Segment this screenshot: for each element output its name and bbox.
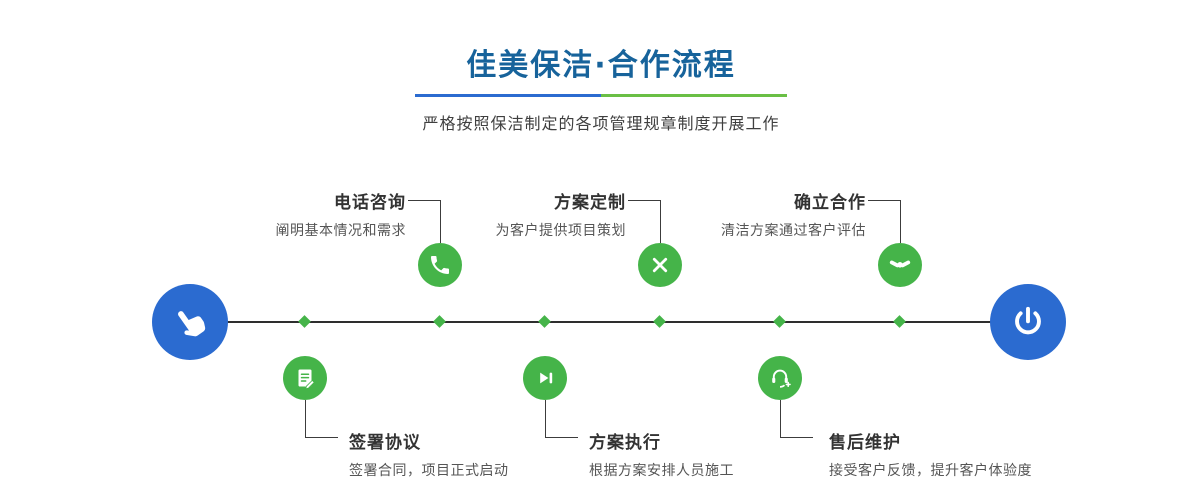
pencil-ruler-icon	[652, 257, 668, 273]
step-node-phone-consult	[418, 243, 462, 287]
step-title: 方案执行	[589, 433, 661, 453]
step-desc: 为客户提供项目策划	[495, 223, 626, 239]
timeline-end-node	[990, 284, 1066, 360]
step-node-plan-customize	[638, 243, 682, 287]
connector-line	[545, 400, 546, 437]
step-desc: 接受客户反馈，提升客户体验度	[829, 463, 1032, 479]
divider-green-segment	[601, 94, 787, 97]
timeline-junction-diamond	[298, 315, 311, 328]
step-title: 电话咨询	[334, 193, 406, 213]
timeline-junction-diamond	[893, 315, 906, 328]
step-desc: 阐明基本情况和需求	[275, 223, 406, 239]
step-desc: 清洁方案通过客户评估	[721, 223, 866, 239]
timeline-line	[190, 321, 1028, 323]
step-title: 方案定制	[554, 193, 626, 213]
connector-line	[780, 437, 813, 438]
step-title: 确立合作	[794, 193, 866, 213]
phone-icon	[431, 256, 449, 274]
timeline-junction-diamond	[773, 315, 786, 328]
timeline-junction-diamond	[653, 315, 666, 328]
connector-line	[868, 200, 900, 201]
step-node-after-sales	[758, 356, 802, 400]
step-desc: 根据方案安排人员施工	[589, 463, 734, 479]
page-subtitle: 严格按照保洁制定的各项管理规章制度开展工作	[422, 114, 780, 133]
step-desc: 签署合同，项目正式启动	[349, 463, 509, 479]
step-node-plan-execute	[523, 356, 567, 400]
contract-icon	[298, 369, 315, 390]
step-title: 签署协议	[349, 433, 421, 453]
play-icon	[540, 372, 553, 384]
connector-line	[305, 400, 306, 437]
connector-line	[628, 200, 660, 201]
power-icon	[1015, 306, 1041, 335]
step-node-establish-cooperation	[878, 243, 922, 287]
connector-line	[408, 200, 440, 201]
step-label-plan-customize: 方案定制 为客户提供项目策划	[436, 188, 626, 240]
step-label-plan-execute: 方案执行 根据方案安排人员施工	[589, 428, 734, 480]
hand-pointer-icon	[178, 311, 206, 337]
timeline-start-node	[152, 284, 228, 360]
divider-blue-segment	[415, 94, 601, 97]
step-title: 售后维护	[829, 433, 901, 453]
step-label-establish-cooperation: 确立合作 清洁方案通过客户评估	[676, 188, 866, 240]
headset-icon	[772, 369, 791, 388]
step-node-sign-agreement	[283, 356, 327, 400]
page-title: 佳美保洁·合作流程	[466, 48, 736, 83]
handshake-icon	[889, 260, 911, 268]
step-label-sign-agreement: 签署协议 签署合同，项目正式启动	[349, 428, 509, 480]
connector-line	[440, 200, 441, 243]
connector-line	[305, 437, 338, 438]
connector-line	[780, 400, 781, 437]
timeline-junction-diamond	[538, 315, 551, 328]
timeline-junction-diamond	[433, 315, 446, 328]
step-label-phone-consult: 电话咨询 阐明基本情况和需求	[216, 188, 406, 240]
title-divider	[415, 94, 787, 97]
step-label-after-sales: 售后维护 接受客户反馈，提升客户体验度	[829, 428, 1032, 480]
connector-line	[545, 437, 578, 438]
connector-line	[900, 200, 901, 243]
connector-line	[660, 200, 661, 243]
